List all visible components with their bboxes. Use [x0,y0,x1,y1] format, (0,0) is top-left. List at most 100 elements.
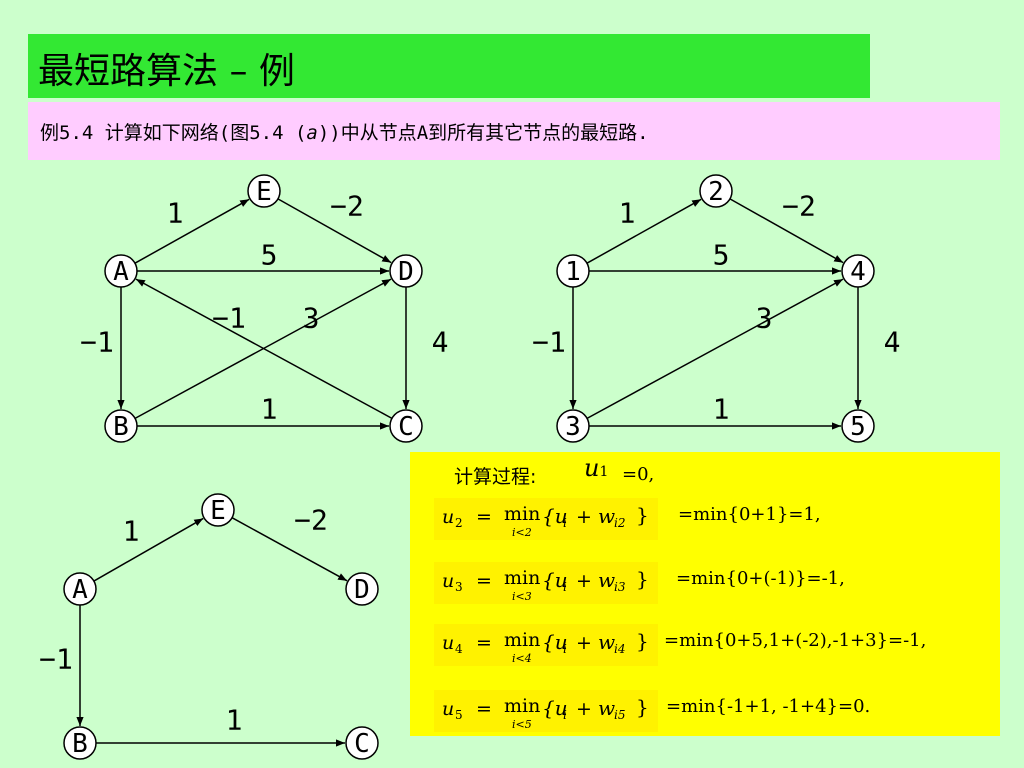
edge-A-E [93,517,204,582]
node-D-label: D [398,257,414,287]
min-operator: min [504,695,541,717]
min-index: i<3 [512,590,532,603]
node-D-label: D [354,575,370,605]
equals-sign: = [476,632,492,654]
u1-letter: u [584,454,600,482]
node-A-circle [63,572,97,606]
edge-weight-3-4: 3 [756,302,773,335]
edge-E-D [277,198,392,264]
equals-sign: = [476,570,492,592]
edge-3-4 [586,278,844,420]
edge-weight-A-D: 5 [261,239,278,272]
u-subscript: 2 [455,516,463,530]
edge-weight-C-A: −1 [212,302,246,335]
w-term: w [598,630,616,654]
u-subscript: 5 [455,708,463,722]
w-term-subscript: i5 [614,708,626,722]
node-C-circle [389,409,423,443]
plus-sign: + [576,570,592,592]
edge-weight-E-D: −2 [330,190,364,223]
w-term-subscript: i3 [614,580,626,594]
node-2-label: 2 [708,177,724,207]
u-term: {u [542,504,568,528]
min-operator: min [504,567,541,589]
title-bar: 最短路算法 – 例 [28,34,870,98]
edge-weight-B-C: 1 [226,704,243,737]
edge-weight-A-B: −1 [39,643,73,676]
close-brace: } [636,567,649,591]
node-3-circle [556,409,590,443]
edge-weight-1-2: 1 [619,197,636,230]
u-symbol: u [442,632,455,654]
u-symbol: u [442,570,455,592]
subtitle-bar: 例5.4 计算如下网络(图5.4 (a))中从节点A到所有其它节点的最短路. [28,102,1000,160]
calc-label: 计算过程: [454,466,537,488]
edge-A-E [134,198,250,264]
min-operator: min [504,503,541,525]
node-B-label: B [72,729,88,759]
close-brace: } [636,695,649,719]
edge-weight-A-E: 1 [167,197,184,230]
plus-sign: + [576,506,592,528]
node-E-label: E [210,496,226,526]
node-E-circle [201,493,235,527]
edge-B-D [134,278,392,420]
problem-statement-suffix: ))中从节点A到所有其它节点的最短路. [317,122,649,144]
u-term: {u [542,696,568,720]
node-E-circle [247,174,281,208]
node-1-label: 1 [565,257,581,287]
edge-weight-1-4: 5 [713,239,730,272]
min-index: i<5 [512,718,532,731]
u-term-subscript: i [563,642,567,656]
u-symbol: u [442,506,455,528]
node-D-circle [345,572,379,606]
edge-weight-D-C: 4 [432,326,449,359]
node-C-label: C [354,729,370,759]
equals-sign: = [476,698,492,720]
w-term: w [598,504,616,528]
edge-E-D [231,517,348,582]
u-subscript: 3 [455,580,463,594]
node-B-label: B [113,412,129,442]
w-term: w [598,568,616,592]
node-2-circle [699,174,733,208]
edge-weight-A-E: 1 [123,515,140,548]
formula-result-u2: =min{0+1}=1, [678,504,821,525]
problem-statement-prefix: 例5.4 计算如下网络(图5.4 ( [40,122,307,144]
edge-weight-3-5: 1 [713,393,730,426]
close-brace: } [636,629,649,653]
u-term: {u [542,568,568,592]
node-3-label: 3 [565,412,581,442]
node-A-circle [104,254,138,288]
min-operator: min [504,629,541,651]
node-1-circle [556,254,590,288]
node-5-circle [841,409,875,443]
u1-symbol: u1 [584,454,608,482]
plus-sign: + [576,632,592,654]
edge-weight-4-5: 4 [884,326,901,359]
u-term-subscript: i [563,516,567,530]
node-B-circle [104,409,138,443]
edge-weight-A-B: −1 [80,326,114,359]
node-4-label: 4 [850,257,866,287]
node-A-label: A [113,257,129,287]
node-4-circle [841,254,875,288]
node-D-circle [389,254,423,288]
edge-weight-B-C: 1 [261,393,278,426]
w-term-subscript: i2 [614,516,626,530]
formula-result-u4: =min{0+5,1+(-2),-1+3}=-1, [664,630,927,651]
u1-value: =0, [622,464,655,485]
u1-subscript: 1 [599,464,609,480]
node-C-label: C [398,412,414,442]
u-symbol: u [442,698,455,720]
formula-result-u3: =min{0+(-1)}=-1, [676,568,845,589]
u-subscript: 4 [455,642,463,656]
